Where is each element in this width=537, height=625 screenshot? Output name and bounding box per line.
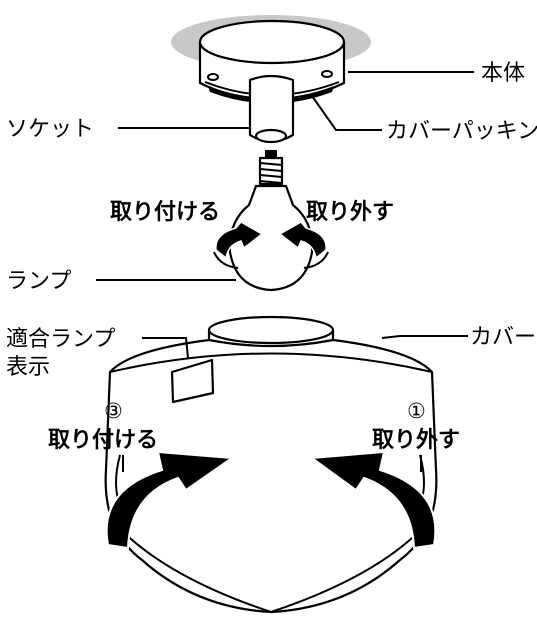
rotate-arrow-icon bbox=[278, 221, 327, 260]
main-body bbox=[171, 15, 371, 104]
label-cover-packing: カバーパッキン bbox=[386, 119, 537, 144]
label-remove-upper: 取り外す bbox=[306, 199, 394, 225]
label-cover: カバー bbox=[470, 325, 536, 350]
label-attach-upper: 取り付ける bbox=[110, 200, 220, 225]
label-socket: ソケット bbox=[6, 117, 94, 142]
rotate-arrow-icon bbox=[215, 221, 264, 260]
cover-packing bbox=[208, 86, 334, 104]
lamp-base bbox=[258, 150, 284, 186]
label-remove-lower: 取り外す bbox=[372, 427, 460, 453]
rotate-arrow-icon bbox=[105, 450, 235, 550]
step-attach-number: ③ bbox=[104, 399, 123, 423]
step-remove-number: ① bbox=[407, 399, 426, 423]
label-compatible-lamp-2: 表示 bbox=[6, 355, 50, 380]
leader-cover-packing bbox=[311, 95, 382, 131]
socket bbox=[248, 74, 295, 186]
compatible-lamp-sticker bbox=[170, 358, 215, 404]
rotate-arrow-icon bbox=[309, 450, 437, 550]
label-attach-lower: 取り付ける bbox=[48, 428, 158, 453]
leader-cover bbox=[381, 335, 468, 339]
label-lamp: ランプ bbox=[6, 269, 71, 294]
leader-compatible-lamp bbox=[142, 337, 189, 359]
label-main-body: 本体 bbox=[481, 61, 525, 86]
cover bbox=[104, 315, 438, 614]
label-compatible-lamp-1: 適合ランプ bbox=[6, 327, 115, 352]
